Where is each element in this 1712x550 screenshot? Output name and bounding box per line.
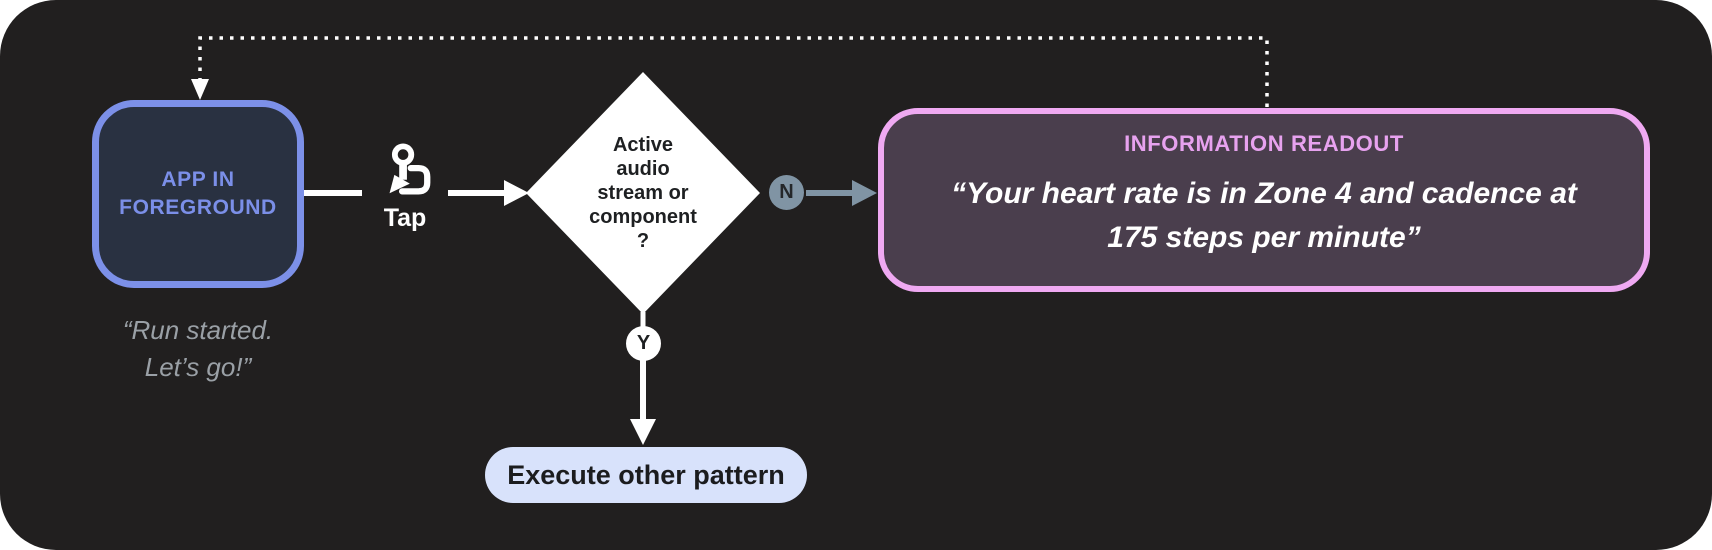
tap-action-group: Tap xyxy=(350,142,460,233)
execute-other-pattern-node: Execute other pattern xyxy=(485,447,807,503)
information-readout-quote: “Your heart rate is in Zone 4 and cadenc… xyxy=(884,172,1644,261)
information-readout-quote-line1: “Your heart rate is in Zone 4 and cadenc… xyxy=(951,177,1577,210)
feedback-dotted-connector xyxy=(198,36,1269,107)
decision-line: ? xyxy=(636,230,650,252)
yes-branch-badge: Y xyxy=(626,326,661,361)
flow-arrowhead-into-decision xyxy=(504,180,529,206)
information-readout-node: INFORMATION READOUT “Your heart rate is … xyxy=(878,108,1650,292)
no-branch-badge: N xyxy=(769,175,804,210)
yes-arrowhead xyxy=(630,419,656,445)
no-arrowhead xyxy=(852,180,877,206)
yes-branch-badge-label: Y xyxy=(636,332,651,354)
no-branch-badge-label: N xyxy=(779,181,794,203)
tap-label: Tap xyxy=(383,204,427,232)
information-readout-title: INFORMATION READOUT xyxy=(1124,131,1404,156)
app-node-label-line2: FOREGROUND xyxy=(119,196,277,219)
decision-line: Active xyxy=(612,134,674,156)
decision-line: component xyxy=(589,206,697,228)
decision-node-text: Active audio stream or component ? xyxy=(527,76,759,310)
app-in-foreground-node: APP IN FOREGROUND xyxy=(92,100,304,288)
app-node-label: APP IN FOREGROUND xyxy=(119,166,277,223)
app-voice-quote: “Run started. Let’s go!” xyxy=(62,312,334,386)
execute-other-pattern-label: Execute other pattern xyxy=(507,459,785,490)
decision-line: stream or xyxy=(597,182,689,204)
decision-line: audio xyxy=(616,158,670,180)
tap-gesture-icon xyxy=(389,143,431,195)
app-voice-quote-line2: Let’s go!” xyxy=(144,351,252,382)
app-node-label-line1: APP IN xyxy=(161,167,235,191)
information-readout-quote-line2: 175 steps per minute” xyxy=(1107,221,1421,255)
app-voice-quote-line1: “Run started. xyxy=(122,315,274,345)
decision-diamond xyxy=(526,72,760,314)
feedback-arrowhead xyxy=(191,79,209,100)
